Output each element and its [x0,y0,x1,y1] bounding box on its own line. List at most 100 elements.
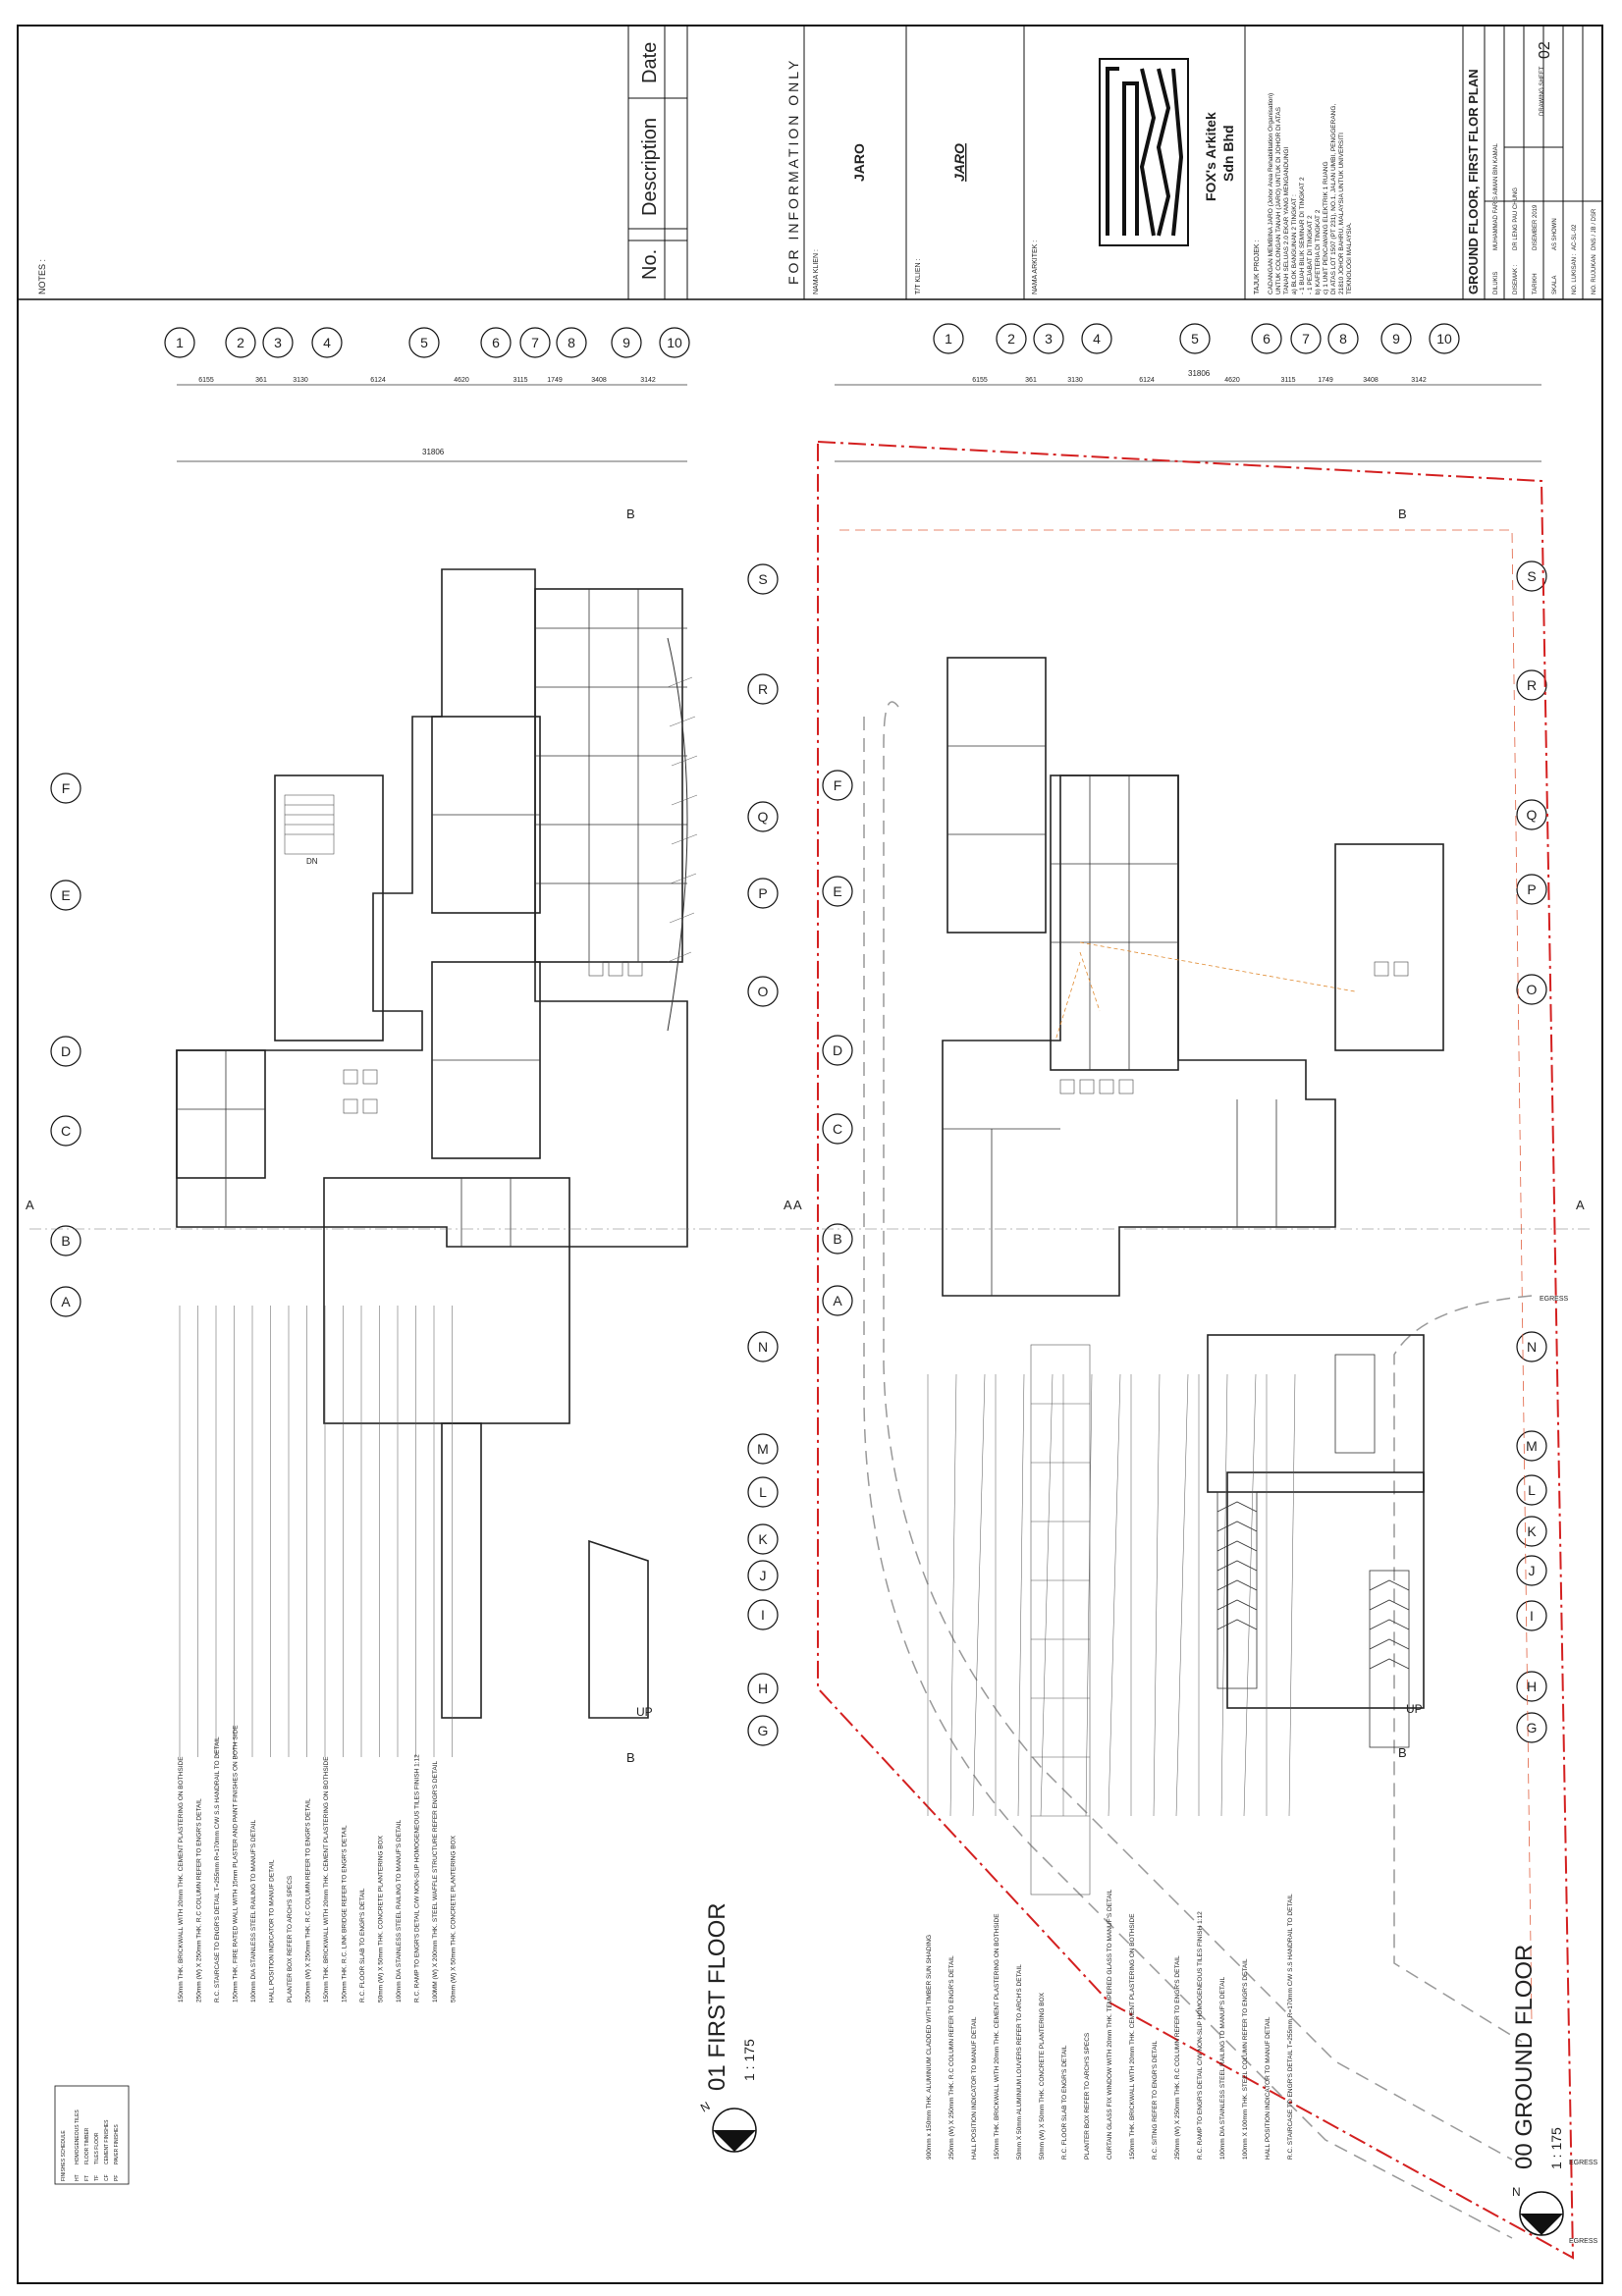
ff-grid-letter-circle [50,1036,81,1067]
first-floor-section-a-left: A [26,1198,34,1212]
ff-grid-letter-right: I [761,1607,765,1623]
gf-grid-letter: F [834,777,842,793]
ff-grid-letter: B [61,1233,70,1249]
ground-floor-note: 250mm (W) X 250mm THK. R.C COLUMN REFER … [948,1955,955,2160]
ff-dim: 3142 [640,377,656,384]
meta-value: AS SHOWN [1552,218,1558,250]
gf-grid-letter-right: S [1527,568,1536,584]
gf-grid-letter-right: O [1527,982,1538,997]
project-line: - 1 BUAH BILIK SEMINAR DI TINGKAT 2 [1299,177,1306,294]
first-floor-note: PLANTER BOX REFER TO ARCH'S SPECS [287,1875,294,2002]
ff-grid-letter-right: G [758,1723,769,1738]
gf-grid-letter-circle [822,1285,853,1316]
gf-dim: 4620 [1224,377,1240,384]
first-floor-dn: DN [306,857,318,866]
ground-floor-title: 00 GROUND FLOOR [1511,1945,1538,2169]
egress-label-1: EGRESS [1540,1296,1569,1303]
gf-dim: 6124 [1139,377,1155,384]
meta-key: NO. RUJUKAN [1592,254,1597,294]
gf-grid-letter-right: I [1530,1608,1534,1624]
ff-grid-number: 9 [622,335,630,350]
first-floor-section-b-bottom: B [626,1750,635,1765]
ff-grid-letter-right-circle [747,1715,779,1746]
first-floor-notes: 150mm THK. BRICKWALL WITH 20mm THK. CEME… [178,1306,458,2002]
first-floor-note: 100mm DIA STAINLESS STEEL RAILING TO MAN… [396,1819,403,2002]
gf-grid-number-circle [1251,323,1282,354]
ff-grid-number: 6 [492,335,500,350]
ff-grid-letter-right-circle [747,801,779,832]
finish-code: PF [114,2175,120,2181]
title-block: NOTES : No. Description Date FOR INFORMA… [37,26,1602,299]
architect-label: NAMA ARKITEK : [1032,240,1039,294]
ground-floor-note: 50mm (W) X 50mm THK. CONCRETE PLANTERING… [1039,1992,1046,2160]
meta-value: MUHAMMAD FARIS AIMAN BIN KAMAL [1493,142,1499,250]
ground-floor-note: R.C. FLOOR SLAB TO ENGR'S DETAIL [1061,2045,1068,2160]
ground-floor-section-a-left: A [793,1198,802,1212]
ff-grid-number-circle [262,327,294,358]
ff-grid-letter-right-circle [747,1599,779,1630]
gf-dim: 3408 [1363,377,1379,384]
gf-grid-letter-right: J [1529,1563,1536,1578]
gf-grid-letter-right-circle [1516,1555,1547,1586]
gf-grid-number: 7 [1302,331,1310,347]
ff-grid-letter-right-circle [747,1673,779,1704]
gf-grid-letter-right: H [1527,1679,1537,1694]
ff-grid-number: 7 [531,335,539,350]
ff-grid-number: 5 [420,335,428,350]
gf-grid-letter-circle [822,1113,853,1145]
ff-grid-letter-circle [50,1286,81,1317]
meta-value: AC-SL-02 [1572,224,1578,250]
ground-floor-note: PLANTER BOX REFER TO ARCH'S SPECS [1084,2032,1091,2160]
gf-grid-letter-right: K [1527,1523,1537,1539]
first-floor-section-b-top: B [626,507,635,521]
ff-grid-letter-right: M [757,1441,769,1457]
client-sign: JARO [951,143,967,182]
ground-floor-note: R.C. RAMP TO ENGR'S DETAIL C/W NON-SLIP … [1197,1911,1204,2160]
finish-label: TILES FLOOR [94,2132,100,2164]
ground-floor-up: UP [1406,1702,1423,1716]
gf-grid-number-circle [996,323,1027,354]
gf-grid-letter-right-circle [1516,1671,1547,1702]
ff-grid-number: 8 [568,335,575,350]
finish-label: FLOOR TIMBER [84,2127,90,2164]
first-floor-overall-dim: 31806 [422,448,445,456]
ground-floor-note: HALL POSITION INDICATOR TO MANUF DETAIL [1265,2016,1271,2160]
north-arrow-ground-floor: N [1512,2185,1564,2236]
ground-floor-section-b-top: B [1398,507,1407,521]
ff-grid-letter-right: J [760,1568,767,1583]
meta-value: DNS / JB / DSR [1592,208,1597,250]
ff-grid-number: 10 [667,335,682,350]
ff-grid-number-circle [659,327,690,358]
gf-grid-letter-right-circle [1516,974,1547,1005]
first-floor-note: 250mm (W) X 250mm THK. R.C COLUMN REFER … [196,1798,203,2002]
ff-grid-number: 3 [274,335,282,350]
ff-grid-number-circle [164,327,195,358]
ground-floor-note: 250mm (W) X 250mm THK. R.C COLUMN REFER … [1174,1955,1181,2160]
ff-grid-letter-circle [50,1115,81,1147]
drawing-sheet-label: DRAWING SHEET [1540,66,1545,116]
gf-grid-number: 9 [1392,331,1400,347]
revision-description-header: Description [639,118,661,216]
meta-key: DILUKIS [1493,272,1499,294]
drawing-sheet-number: 02 [1537,41,1553,59]
ff-dim: 6124 [370,377,386,384]
gf-grid-number-circle [1429,323,1460,354]
gf-grid-number-circle [1290,323,1322,354]
gf-dim: 1749 [1318,377,1333,384]
gf-grid-letter: E [833,883,841,899]
gf-dim: 3142 [1411,377,1427,384]
ff-grid-number-circle [408,327,440,358]
project-line: a) BLOK BANGUNAN 2 TINGKAT : [1291,194,1298,294]
gf-grid-letter-right: L [1528,1482,1536,1498]
gf-grid-letter-right: R [1527,677,1537,693]
project-line: c) 1 UNIT PENCAWANG ELEKTRIK 1 RUANG [1323,161,1329,294]
ground-floor-note: 50mm X 50mm ALUMINIUM LOUVERS REFER TO A… [1016,1964,1023,2160]
ff-grid-letter: C [61,1123,71,1139]
client-sign-label: T/T KLIEN : [915,259,922,294]
ground-floor-note: 150mm THK. BRICKWALL WITH 20mm THK. CEME… [994,1913,1000,2160]
ff-grid-number-circle [225,327,256,358]
first-floor-note: 250mm (W) X 250mm THK. R.C COLUMN REFER … [305,1798,312,2002]
